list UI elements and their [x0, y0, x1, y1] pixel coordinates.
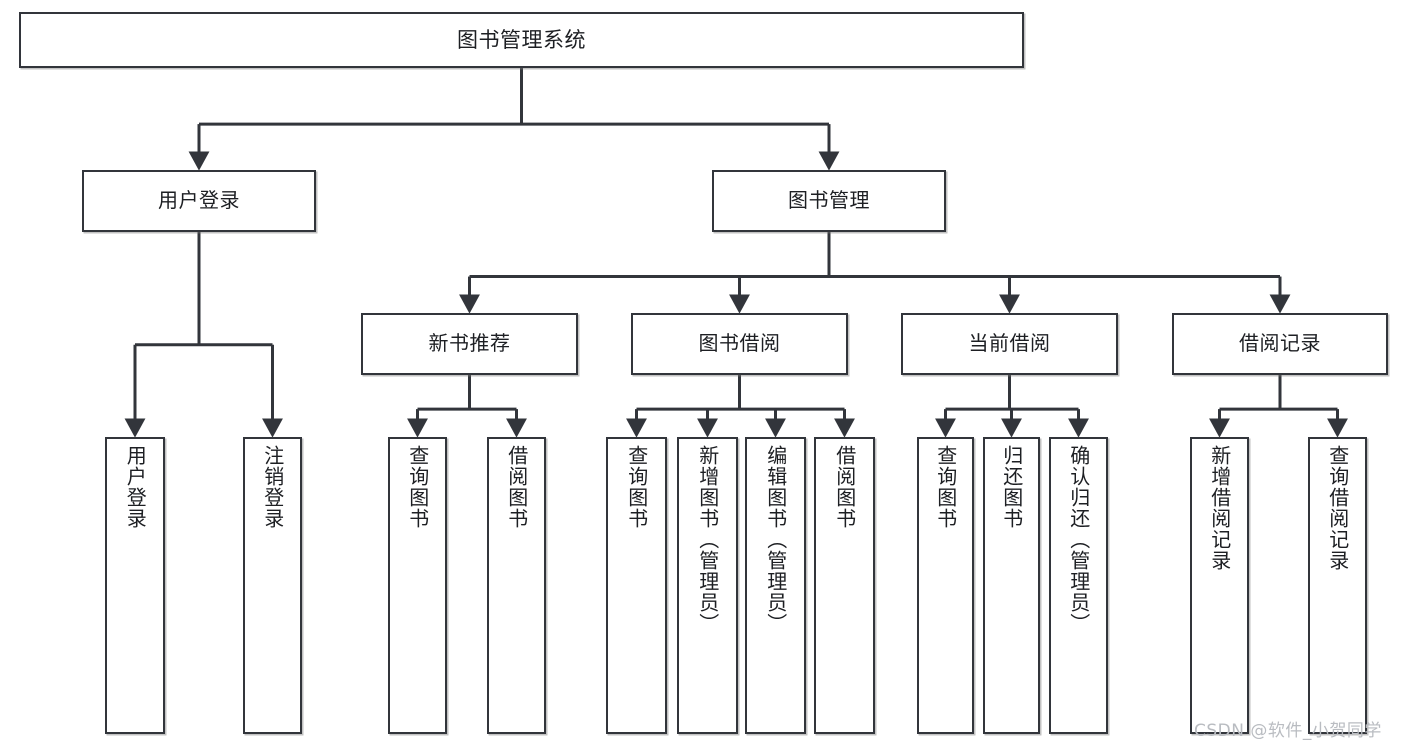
node-c_return[interactable]: 归还图书	[983, 437, 1040, 734]
node-label: 当前借阅	[968, 331, 1051, 356]
node-label: 归还图书	[999, 445, 1024, 529]
node-label: 新增图书（管理员）	[695, 445, 720, 634]
node-label: 查询图书	[405, 445, 430, 529]
node-label: 图书管理系统	[457, 27, 586, 52]
node-label: 编辑图书（管理员）	[763, 445, 788, 634]
node-login[interactable]: 用户登录	[82, 170, 316, 232]
node-label: 用户登录	[158, 188, 240, 213]
node-b_add[interactable]: 新增图书（管理员）	[677, 437, 738, 734]
node-label: 借阅记录	[1239, 331, 1321, 356]
node-current[interactable]: 当前借阅	[901, 313, 1118, 375]
node-r_add[interactable]: 新增借阅记录	[1190, 437, 1249, 734]
node-b_edit[interactable]: 编辑图书（管理员）	[745, 437, 806, 734]
node-c_confirm[interactable]: 确认归还（管理员）	[1049, 437, 1108, 734]
node-b_lend[interactable]: 借阅图书	[814, 437, 875, 734]
node-l_login[interactable]: 用户登录	[105, 437, 165, 734]
node-records[interactable]: 借阅记录	[1172, 313, 1388, 375]
node-label: 注销登录	[260, 445, 285, 529]
node-label: 借阅图书	[832, 445, 857, 529]
node-label: 图书借阅	[698, 331, 781, 356]
node-label: 查询图书	[624, 445, 649, 529]
node-l_logout[interactable]: 注销登录	[243, 437, 302, 734]
node-label: 确认归还（管理员）	[1066, 445, 1091, 634]
node-root[interactable]: 图书管理系统	[19, 12, 1024, 68]
node-b_query[interactable]: 查询图书	[606, 437, 667, 734]
node-r_query[interactable]: 查询借阅记录	[1308, 437, 1367, 734]
node-label: 新增借阅记录	[1207, 445, 1232, 571]
node-bookmgmt[interactable]: 图书管理	[712, 170, 946, 232]
node-label: 查询借阅记录	[1325, 445, 1350, 571]
node-n_borrow[interactable]: 借阅图书	[487, 437, 546, 734]
node-c_query[interactable]: 查询图书	[917, 437, 974, 734]
node-borrow[interactable]: 图书借阅	[631, 313, 848, 375]
node-label: 查询图书	[933, 445, 958, 529]
node-label: 图书管理	[788, 188, 870, 213]
csdn-watermark: CSDN @软件_小贺同学	[1194, 721, 1382, 741]
node-label: 新书推荐	[428, 331, 511, 356]
node-label: 借阅图书	[504, 445, 529, 529]
node-newbook[interactable]: 新书推荐	[361, 313, 578, 375]
node-label: 用户登录	[123, 445, 148, 529]
node-n_query[interactable]: 查询图书	[388, 437, 447, 734]
